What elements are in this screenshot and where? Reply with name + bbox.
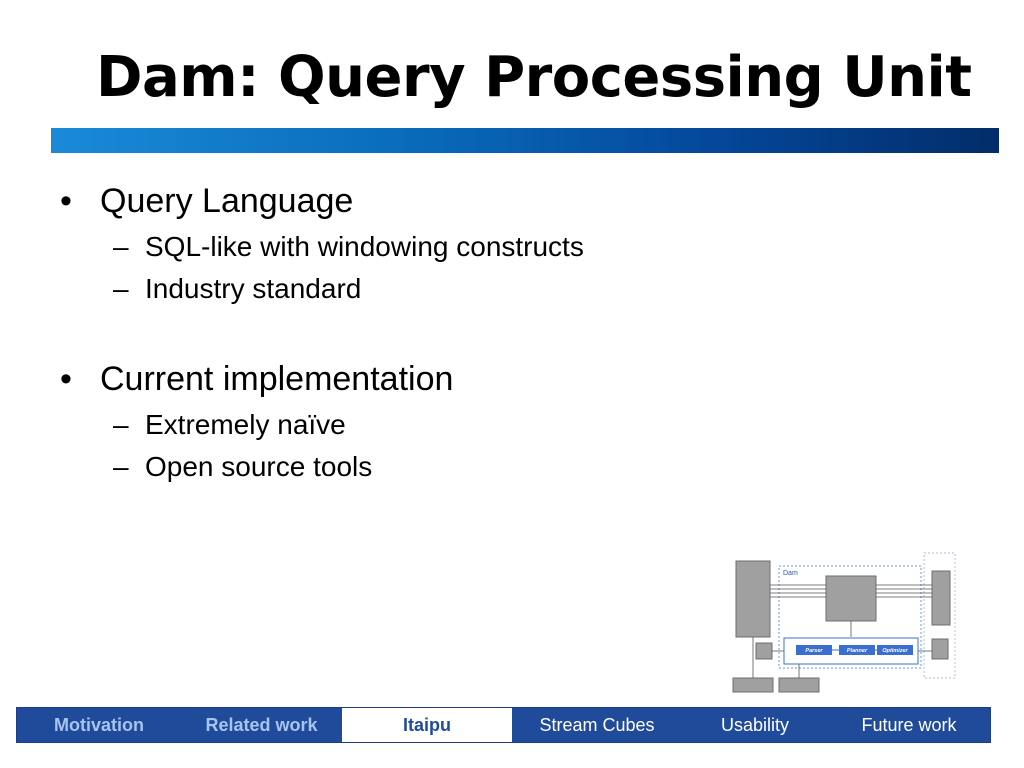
nav-item-stream-cubes[interactable]: Stream Cubes bbox=[539, 714, 655, 735]
bullet-spacer bbox=[0, 310, 760, 354]
stage-parser-label: Parser bbox=[805, 648, 823, 654]
bullet-item: • Query Language bbox=[0, 176, 760, 226]
architecture-diagram: Dam Parser Planner Optimizer bbox=[732, 552, 956, 693]
nav-item-motivation[interactable]: Motivation bbox=[54, 714, 144, 735]
nav-item-related-work[interactable]: Related work bbox=[205, 714, 318, 735]
nav-item-future-work[interactable]: Future work bbox=[861, 714, 957, 735]
source-small-box bbox=[755, 642, 773, 660]
bullet-text: Current implementation bbox=[100, 360, 454, 398]
sink-small-box bbox=[931, 638, 949, 660]
section-nav-bar: Motivation Related work Itaipu Stream Cu… bbox=[16, 707, 991, 743]
slide-content: • Query Language – SQL-like with windowi… bbox=[0, 176, 760, 488]
sub-bullet-item: – Industry standard bbox=[0, 268, 760, 310]
source-box bbox=[735, 560, 771, 638]
sub-bullet-text: SQL-like with windowing constructs bbox=[145, 231, 584, 262]
stage-planner bbox=[839, 645, 875, 655]
output-container bbox=[923, 552, 956, 679]
bullet-item: • Current implementation bbox=[0, 354, 760, 404]
bullet-marker: • bbox=[60, 182, 72, 220]
sub-bullet-marker: – bbox=[113, 231, 129, 262]
stage-optimizer-label: Optimizer bbox=[882, 648, 908, 654]
sub-bullet-text: Extremely naïve bbox=[145, 409, 346, 440]
stage-parser bbox=[796, 645, 832, 655]
title-underline-bar bbox=[51, 128, 999, 153]
sub-bullet-marker: – bbox=[113, 451, 129, 482]
sub-bullet-text: Open source tools bbox=[145, 451, 373, 482]
bottom-box bbox=[732, 677, 774, 693]
nav-item-itaipu[interactable]: Itaipu bbox=[342, 708, 512, 742]
dam-label: Dam bbox=[783, 570, 798, 577]
sub-bullet-item: – Open source tools bbox=[0, 446, 760, 488]
bottom-box bbox=[778, 677, 820, 693]
sub-bullet-marker: – bbox=[113, 273, 129, 304]
sub-bullet-text: Industry standard bbox=[145, 273, 362, 304]
core-box bbox=[825, 575, 877, 622]
stage-planner-label: Planner bbox=[847, 648, 868, 654]
sink-box bbox=[931, 570, 951, 626]
bullet-text: Query Language bbox=[100, 182, 354, 220]
dam-container bbox=[778, 565, 922, 669]
sub-bullet-item: – SQL-like with windowing constructs bbox=[0, 226, 760, 268]
stage-optimizer bbox=[877, 645, 913, 655]
bullet-marker: • bbox=[60, 360, 72, 398]
slide-title: Dam: Query Processing Unit bbox=[96, 45, 972, 110]
sub-bullet-marker: – bbox=[113, 409, 129, 440]
sub-bullet-item: – Extremely naïve bbox=[0, 404, 760, 446]
nav-item-usability[interactable]: Usability bbox=[720, 714, 790, 735]
